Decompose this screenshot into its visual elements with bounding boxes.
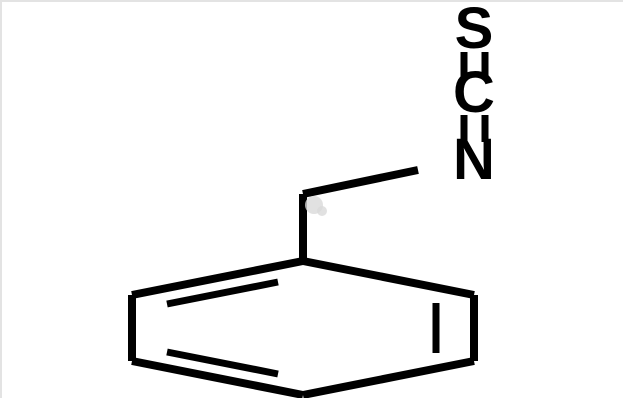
ring-inner-double-top-left: [166, 278, 279, 308]
ch2-to-n-bond: [302, 166, 419, 198]
isothiocyanate-group: S C N: [453, 2, 495, 192]
ring-bond-top-right: [302, 257, 475, 299]
ring-bond-bottom-left: [131, 357, 304, 398]
ring-bond-top-left: [131, 257, 304, 299]
ring-bond-bottom-right: [302, 357, 475, 398]
nitrogen-atom-label: N: [453, 127, 495, 192]
ring-inner-double-bottom-left: [166, 348, 279, 378]
benzene-ring: [128, 257, 478, 398]
sulfur-atom-label: S: [455, 2, 494, 61]
carbon-atom-label: C: [453, 60, 495, 125]
watermark-mark: [305, 196, 327, 216]
